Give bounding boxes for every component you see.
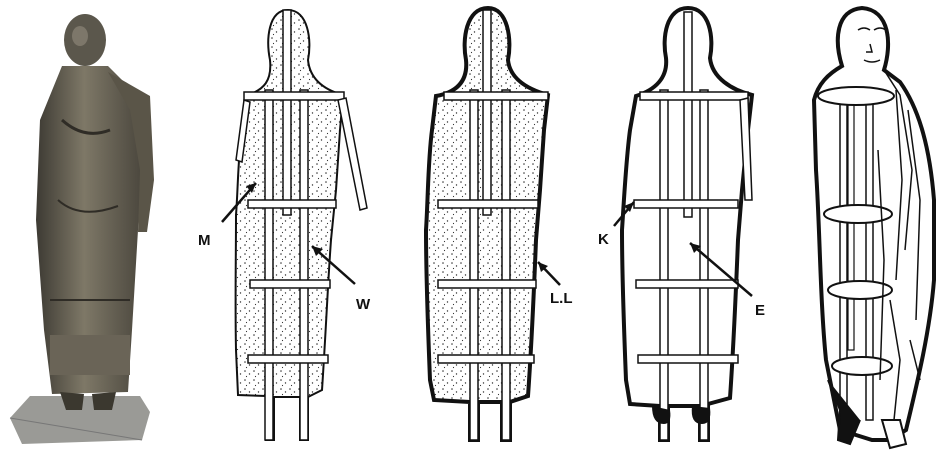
label-ll: L.L: [550, 290, 573, 307]
diagram-panel-4: K E: [598, 8, 765, 440]
label-k: K: [598, 231, 609, 248]
label-m: M: [198, 232, 211, 249]
statue-photo: [10, 14, 154, 444]
diagram-panel-5: [814, 8, 934, 448]
label-e: E: [755, 302, 765, 319]
diagram-panel-2: M W: [198, 10, 371, 440]
label-w: W: [356, 296, 371, 313]
diagram-panel-3: L.L: [426, 8, 573, 440]
